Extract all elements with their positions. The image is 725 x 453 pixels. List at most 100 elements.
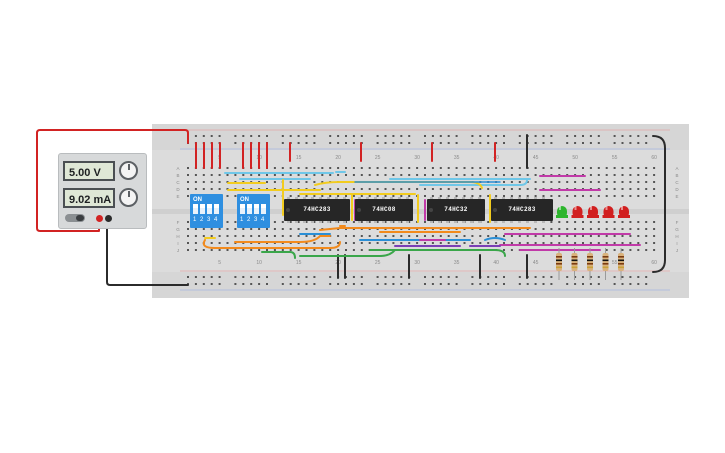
chip-1[interactable] xyxy=(284,199,350,221)
breadboard-hole xyxy=(621,249,624,251)
voltage-knob[interactable] xyxy=(119,161,138,180)
chip-2[interactable] xyxy=(355,199,413,221)
resistor-band xyxy=(602,266,609,269)
breadboard-hole xyxy=(242,249,245,251)
wire[interactable] xyxy=(652,135,666,273)
breadboard-hole xyxy=(621,242,624,244)
chip-pin xyxy=(295,221,298,223)
breadboard-hole xyxy=(305,228,308,230)
dip-switch-1[interactable] xyxy=(190,194,223,228)
rail-hole xyxy=(447,135,450,137)
dip-toggle[interactable] xyxy=(240,204,245,214)
chip-pin xyxy=(406,197,409,199)
breadboard-hole xyxy=(187,235,189,237)
column-number: 10 xyxy=(256,260,262,266)
wires[interactable] xyxy=(36,129,666,286)
dip-toggle-slider[interactable] xyxy=(193,204,198,208)
breadboard-hole xyxy=(368,242,371,244)
led-base xyxy=(556,215,568,218)
dip-toggle-slider[interactable] xyxy=(214,204,219,208)
resistor-5[interactable] xyxy=(618,253,624,271)
power-switch[interactable] xyxy=(65,214,85,222)
positive-terminal[interactable] xyxy=(96,215,103,222)
resistor-band xyxy=(587,263,593,265)
dip-toggle-slider[interactable] xyxy=(254,204,259,208)
resistor-band xyxy=(556,259,562,262)
wire[interactable] xyxy=(106,221,189,286)
breadboard-hole xyxy=(645,228,648,230)
dip-toggle-slider[interactable] xyxy=(200,204,205,208)
components[interactable] xyxy=(190,194,630,280)
breadboard-hole xyxy=(242,228,245,230)
breadboard-hole xyxy=(471,195,474,197)
breadboard-hole xyxy=(202,235,205,237)
dip-toggle-slider[interactable] xyxy=(247,204,252,208)
rail-hole xyxy=(392,142,395,144)
breadboard-hole xyxy=(194,188,197,190)
breadboard-hole xyxy=(384,195,387,197)
breadboard-hole xyxy=(345,195,347,197)
breadboard-hole xyxy=(637,181,640,183)
wire[interactable] xyxy=(261,251,296,259)
resistor-3[interactable] xyxy=(587,253,593,271)
dip-switch-2[interactable] xyxy=(237,194,270,228)
dip-toggle[interactable] xyxy=(207,204,212,214)
resistor-4[interactable] xyxy=(602,253,609,271)
dip-toggle[interactable] xyxy=(200,204,205,214)
wire[interactable] xyxy=(202,239,341,249)
dip-toggle[interactable] xyxy=(193,204,198,214)
breadboard-hole xyxy=(226,221,229,223)
breadboard-hole xyxy=(447,235,450,237)
dip-toggle-slider[interactable] xyxy=(261,204,266,208)
chip-pin xyxy=(374,197,377,199)
chip-pin xyxy=(510,197,513,199)
resistor-1[interactable] xyxy=(556,253,562,271)
resistor-band xyxy=(571,256,578,258)
dip-toggle-slider[interactable] xyxy=(207,204,212,208)
wire[interactable] xyxy=(234,235,331,243)
breadboard-hole xyxy=(605,228,608,230)
power-supply[interactable]: 5.00 V 9.02 mA xyxy=(58,153,147,229)
breadboard-hole xyxy=(582,235,584,237)
negative-terminal[interactable] xyxy=(105,215,112,222)
breadboard-hole xyxy=(392,221,395,223)
dip-toggle-slider[interactable] xyxy=(240,204,245,208)
chip-4[interactable] xyxy=(491,199,553,221)
breadboard-hole xyxy=(376,235,379,237)
breadboard-hole xyxy=(510,242,513,244)
row-letter: E xyxy=(675,194,678,199)
wire[interactable] xyxy=(484,237,506,241)
dip-toggle[interactable] xyxy=(254,204,259,214)
dip-toggle[interactable] xyxy=(247,204,252,214)
dip-toggle[interactable] xyxy=(261,204,266,214)
wire[interactable] xyxy=(36,129,189,232)
chip-pin xyxy=(366,221,369,223)
breadboard-hole xyxy=(503,174,505,176)
rail-hole xyxy=(495,135,498,137)
rail-hole xyxy=(392,276,395,278)
breadboard-hole xyxy=(400,174,403,176)
current-knob[interactable] xyxy=(119,188,138,207)
chip-pin xyxy=(335,221,338,223)
rail-hole xyxy=(281,142,284,144)
breadboard-hole xyxy=(542,235,545,237)
rail-hole xyxy=(266,283,268,285)
breadboard-hole xyxy=(495,174,498,176)
breadboard-hole xyxy=(518,174,521,176)
breadboard-hole xyxy=(526,195,529,197)
rail-hole xyxy=(582,283,584,285)
rail-hole xyxy=(376,142,379,144)
resistor-2[interactable] xyxy=(571,253,578,271)
dip-toggle[interactable] xyxy=(214,204,219,214)
rail-hole xyxy=(376,135,379,137)
wire[interactable] xyxy=(319,227,531,231)
rail-hole xyxy=(305,135,308,137)
breadboard-hole xyxy=(526,235,529,237)
rail-hole xyxy=(210,276,213,278)
chip-3[interactable] xyxy=(427,199,485,221)
wire[interactable] xyxy=(419,179,528,186)
rail-hole xyxy=(194,135,197,137)
rail-hole xyxy=(258,135,261,137)
